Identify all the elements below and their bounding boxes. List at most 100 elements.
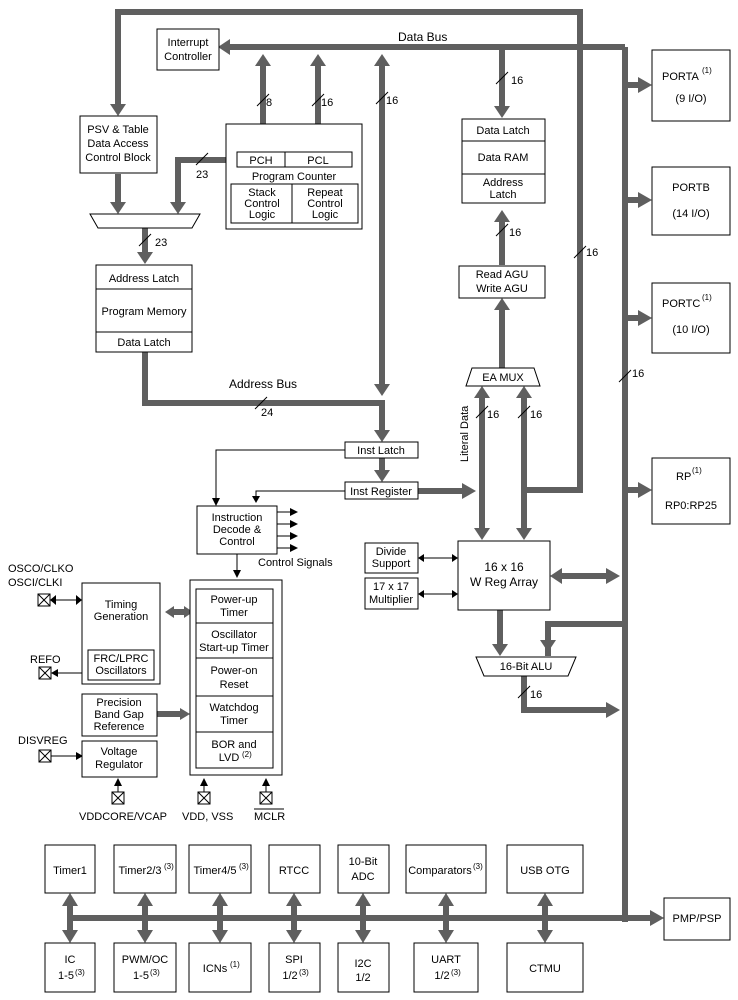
svg-text:Logic: Logic	[312, 209, 339, 221]
svg-text:(2): (2)	[242, 750, 252, 759]
svg-text:IC: IC	[65, 954, 76, 966]
interrupt-controller-block: Interrupt Controller	[156, 28, 220, 71]
svg-text:1-5: 1-5	[58, 970, 74, 982]
svg-text:Power-on: Power-on	[210, 665, 257, 677]
program-counter-block: PCH PCL Program Counter Stack Control Lo…	[225, 123, 363, 230]
svg-text:Oscillators: Oscillators	[95, 665, 147, 677]
svg-text:Read AGU: Read AGU	[476, 269, 529, 281]
program-memory-block: Address Latch Program Memory Data Latch	[95, 264, 193, 353]
svg-text:Control: Control	[307, 198, 342, 210]
pins: OSCO/CLKO OSCI/CLKI REFO DISVREG VDDCORE…	[8, 563, 285, 823]
svg-text:Data Access: Data Access	[87, 138, 149, 150]
svg-text:LVD: LVD	[219, 752, 240, 764]
svg-text:Comparators: Comparators	[408, 865, 472, 877]
svg-text:Oscillator: Oscillator	[211, 629, 257, 641]
svg-text:PORTB: PORTB	[672, 182, 710, 194]
svg-text:Program Counter: Program Counter	[252, 171, 337, 183]
spi-block: SPI 1/2 (3)	[268, 942, 321, 993]
svg-text:Multiplier: Multiplier	[369, 594, 413, 606]
svg-text:Timer: Timer	[220, 607, 248, 619]
svg-text:Timer4/5: Timer4/5	[194, 865, 237, 877]
multiplier-block: 17 x 17 Multiplier	[364, 577, 419, 610]
svg-text:VDD, VSS: VDD, VSS	[182, 811, 233, 823]
svg-text:Timing: Timing	[105, 599, 138, 611]
ea-mux-block: EA MUX	[465, 367, 541, 387]
svg-text:(10 I/O): (10 I/O)	[672, 324, 709, 336]
port-c-block: PORTC (1) (10 I/O)	[651, 282, 731, 354]
svg-text:Divide: Divide	[376, 546, 407, 558]
svg-text:RP0:RP25: RP0:RP25	[665, 500, 717, 512]
svg-text:23: 23	[155, 237, 167, 249]
svg-text:PCL: PCL	[307, 155, 328, 167]
svg-text:(14 I/O): (14 I/O)	[672, 208, 709, 220]
ic-block: IC 1-5 (3)	[44, 942, 96, 993]
svg-text:RTCC: RTCC	[279, 865, 309, 877]
svg-text:Repeat: Repeat	[307, 187, 342, 199]
svg-text:Start-up Timer: Start-up Timer	[199, 642, 269, 654]
address-bus-label: Address Bus	[229, 377, 297, 391]
data-ram-block: Data Latch Data RAM Address Latch	[461, 118, 546, 204]
svg-text:16 x 16: 16 x 16	[484, 560, 524, 574]
svg-text:(3): (3)	[473, 862, 483, 871]
program-address-mux	[89, 213, 201, 229]
bus-width-marks	[138, 71, 632, 699]
svg-text:Data Latch: Data Latch	[117, 337, 170, 349]
svg-text:16: 16	[511, 75, 523, 87]
port-b-block: PORTB (14 I/O)	[651, 166, 731, 236]
svg-text:(1): (1)	[702, 66, 712, 75]
agu-block: Read AGU Write AGU	[458, 265, 546, 299]
svg-text:1-5: 1-5	[133, 970, 149, 982]
svg-text:Reset: Reset	[220, 679, 249, 691]
inst-latch-block: Inst Latch	[344, 441, 419, 459]
svg-text:W Reg Array: W Reg Array	[470, 575, 538, 589]
svg-text:Decode &: Decode &	[213, 524, 262, 536]
svg-text:(3): (3)	[75, 968, 85, 977]
svg-text:Control: Control	[219, 536, 254, 548]
svg-text:16-Bit ALU: 16-Bit ALU	[500, 661, 553, 673]
bandgap-block: Precision Band Gap Reference	[81, 693, 158, 737]
svg-text:FRC/LPRC: FRC/LPRC	[93, 653, 148, 665]
pwm-oc-block: PWM/OC 1-5 (3)	[113, 942, 177, 993]
pmp-psp-block: PMP/PSP	[663, 897, 731, 941]
svg-text:CTMU: CTMU	[529, 963, 561, 975]
divide-support-block: Divide Support	[364, 542, 419, 574]
svg-text:ICNs: ICNs	[203, 963, 228, 975]
svg-text:1/2: 1/2	[282, 970, 297, 982]
svg-text:EA MUX: EA MUX	[482, 372, 524, 384]
control-lines	[50, 449, 458, 792]
svg-text:Timer2/3: Timer2/3	[119, 865, 162, 877]
psv-feed-bus	[115, 9, 583, 493]
peripheral-links	[62, 893, 553, 943]
alu-block: 16-Bit ALU	[475, 656, 577, 677]
timer23-block: Timer2/3 (3)	[113, 844, 177, 894]
svg-text:Voltage: Voltage	[101, 746, 138, 758]
svg-text:Data Latch: Data Latch	[476, 125, 529, 137]
svg-text:Power-up: Power-up	[210, 594, 257, 606]
svg-text:Precision: Precision	[96, 697, 141, 709]
timer45-block: Timer4/5 (3)	[188, 844, 252, 894]
svg-text:(3): (3)	[239, 862, 249, 871]
vdd-pin-icon	[197, 791, 211, 805]
svg-text:10-Bit: 10-Bit	[349, 856, 378, 868]
i2c-block: I2C 1/2	[337, 942, 390, 993]
svg-text:16: 16	[530, 409, 542, 421]
literal-data-label: Literal Data	[459, 405, 471, 462]
timing-generation-block: Timing Generation FRC/LPRC Oscillators	[81, 582, 161, 685]
svg-text:SPI: SPI	[285, 954, 303, 966]
svg-text:Control: Control	[244, 198, 279, 210]
svg-text:PORTA: PORTA	[662, 71, 700, 83]
svg-text:(1): (1)	[702, 293, 712, 302]
svg-text:(3): (3)	[299, 968, 309, 977]
svg-text:Control Block: Control Block	[85, 152, 151, 164]
svg-text:PORTC: PORTC	[662, 298, 700, 310]
svg-text:Address Latch: Address Latch	[109, 273, 179, 285]
disvreg-pin-icon	[38, 749, 52, 763]
svg-text:BOR and: BOR and	[211, 739, 256, 751]
vddcore-pin-icon	[111, 791, 125, 805]
bus-width-labels: 8 16 16 16 23 23 16 16 16 16 16 24 16	[155, 75, 644, 701]
svg-text:(3): (3)	[451, 968, 461, 977]
inst-register-block: Inst Register	[344, 481, 419, 500]
svg-text:Data RAM: Data RAM	[478, 152, 529, 164]
